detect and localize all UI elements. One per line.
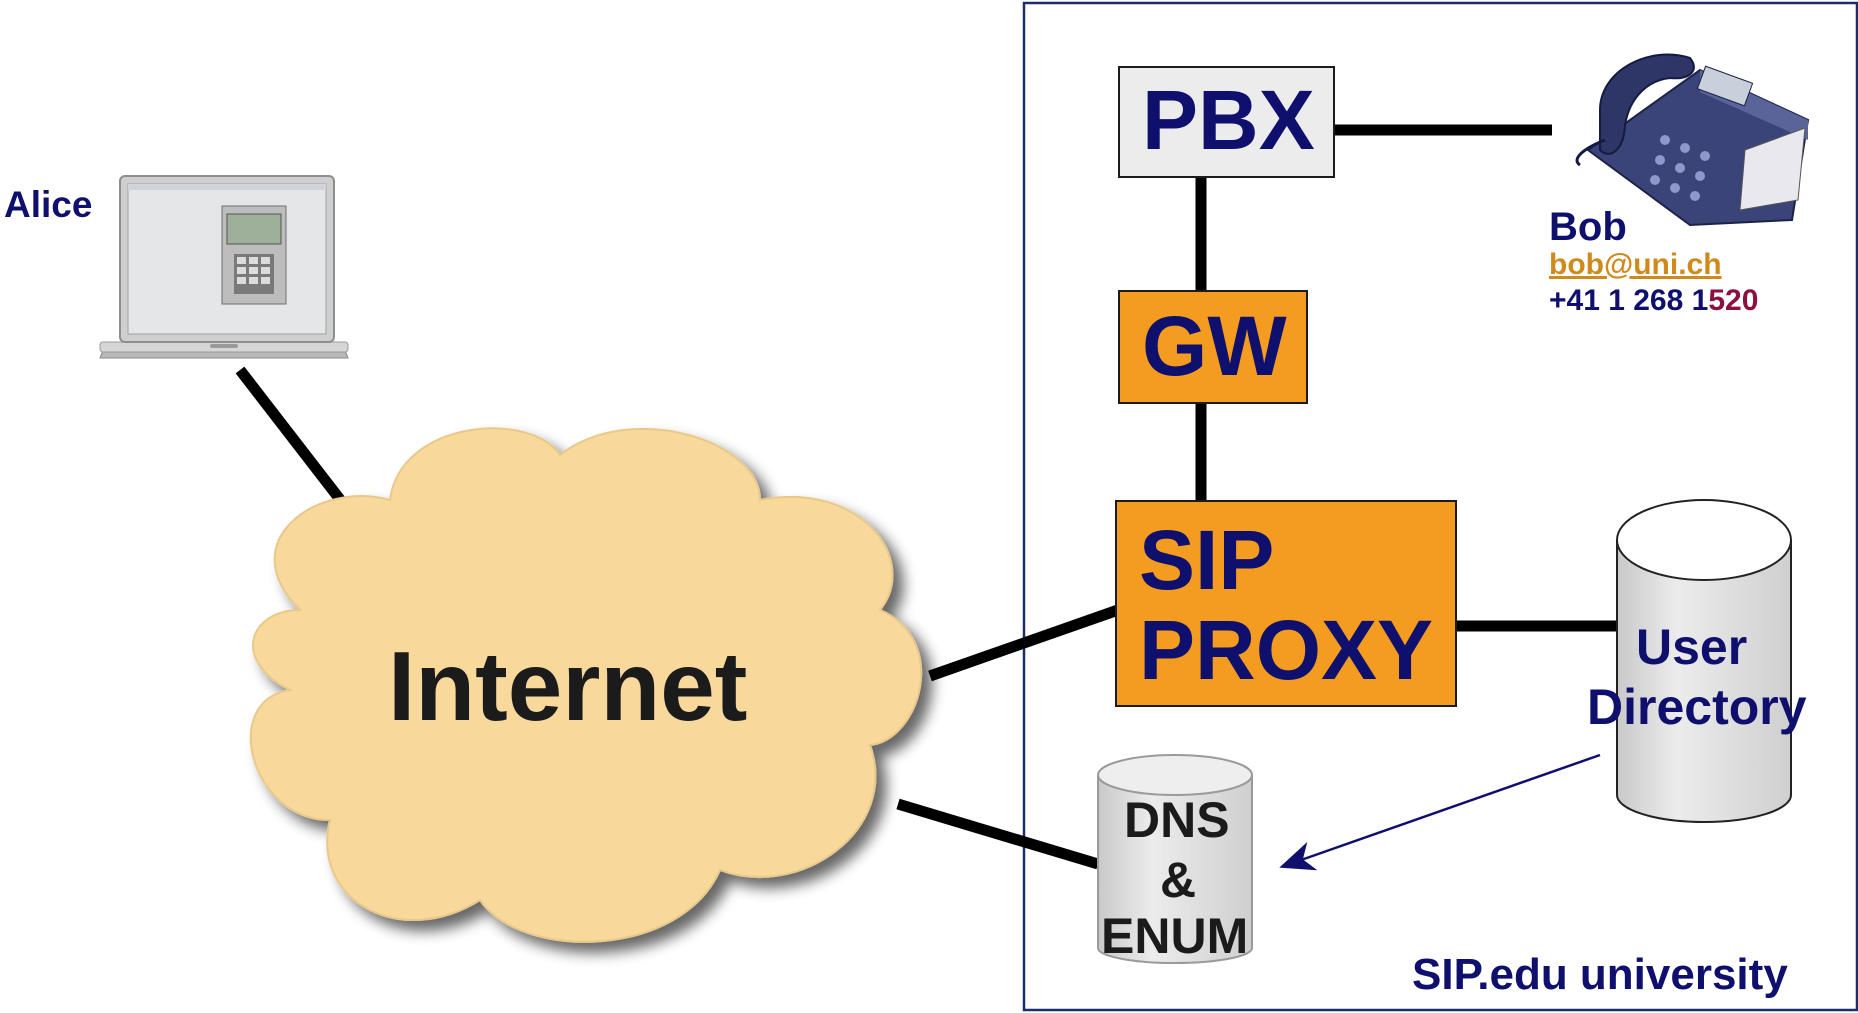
pbx-label: PBX [1142, 73, 1315, 167]
bob-email-link[interactable]: bob@uni.ch [1549, 248, 1722, 281]
gw-box: GW [1118, 290, 1308, 404]
bob-label: Bob [1549, 205, 1627, 249]
dns-line2: & [1160, 852, 1197, 908]
dns-line1: DNS [1124, 792, 1230, 848]
internet-dns-link [896, 798, 1100, 870]
sip-proxy-line2: PROXY [1139, 603, 1434, 697]
user-directory-line2: Directory [1587, 679, 1807, 735]
user-directory-line1: User [1636, 619, 1748, 675]
directory-dns-arrow [1279, 753, 1601, 871]
alice-label: Alice [4, 184, 93, 225]
user-directory-cylinder [1616, 499, 1792, 823]
sip-proxy-box: SIP PROXY [1115, 500, 1457, 707]
bob-phone: +41 1 268 1520 [1549, 284, 1758, 318]
pbx-box: PBX [1118, 66, 1335, 178]
sip-proxy-line1: SIP [1139, 513, 1275, 607]
internet-cloud [249, 427, 923, 943]
dns-enum-cylinder [1097, 754, 1253, 964]
internet-proxy-link [928, 604, 1120, 682]
alice-internet-link [235, 366, 357, 519]
desk-phone-icon [1575, 53, 1810, 227]
dns-line3: ENUM [1101, 908, 1249, 964]
university-boundary [1022, 1, 1858, 1012]
internet-label: Internet [388, 631, 748, 741]
bob-phone-prefix: +41 1 268 1 [1549, 284, 1709, 317]
gw-label: GW [1142, 299, 1287, 393]
laptop-icon [99, 175, 349, 359]
bob-phone-ext: 520 [1708, 284, 1759, 317]
university-label: SIP.edu university [1412, 950, 1788, 999]
